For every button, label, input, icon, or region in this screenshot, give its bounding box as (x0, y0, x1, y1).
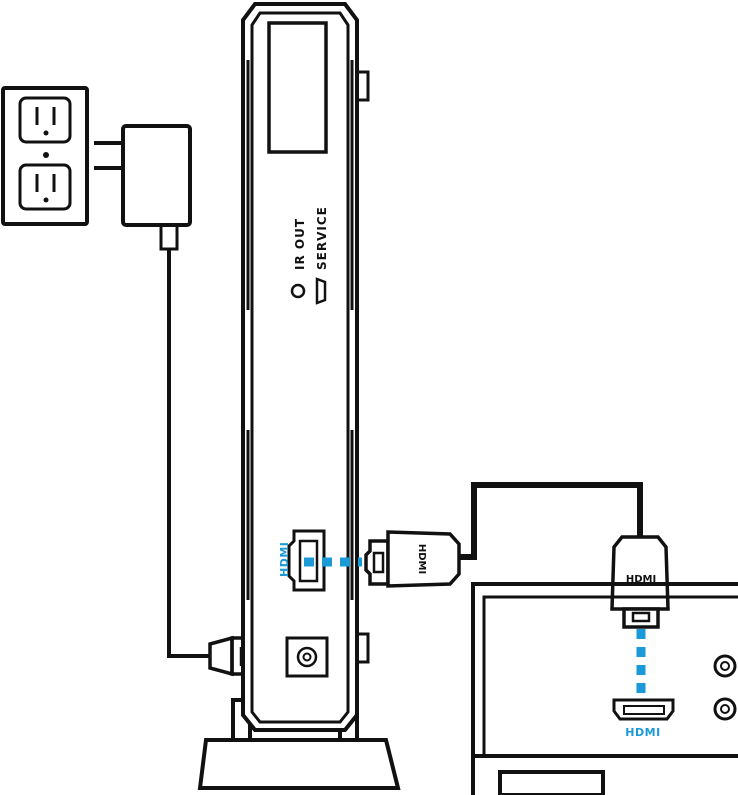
ir-out-label: IR OUT (293, 218, 307, 270)
tv-knob (713, 654, 737, 678)
hdmi-cable (459, 482, 643, 560)
hdmi-port-box (287, 529, 326, 592)
tv-knob (713, 697, 737, 721)
service-port (315, 277, 327, 305)
hdmi-tv-plug (610, 535, 670, 629)
power-port (285, 636, 329, 678)
streaming-box (197, 2, 401, 790)
hdmi-tv-label: HDMI (625, 726, 660, 739)
hdmi-tv-plug-label: HDMI (626, 574, 656, 585)
hdmi-plug-icon (364, 530, 461, 588)
power-adapter-icon (94, 124, 192, 251)
tv (471, 582, 738, 795)
hdmi-cable-plug-label: HDMI (416, 544, 427, 574)
hdmi-port-tv (612, 698, 675, 721)
hdmi-box-label: HDMI (278, 542, 291, 577)
service-label: SERVICE (315, 206, 329, 270)
wall-outlet-icon (1, 86, 89, 226)
power-cable (167, 249, 210, 658)
ir-out-jack (290, 283, 306, 299)
